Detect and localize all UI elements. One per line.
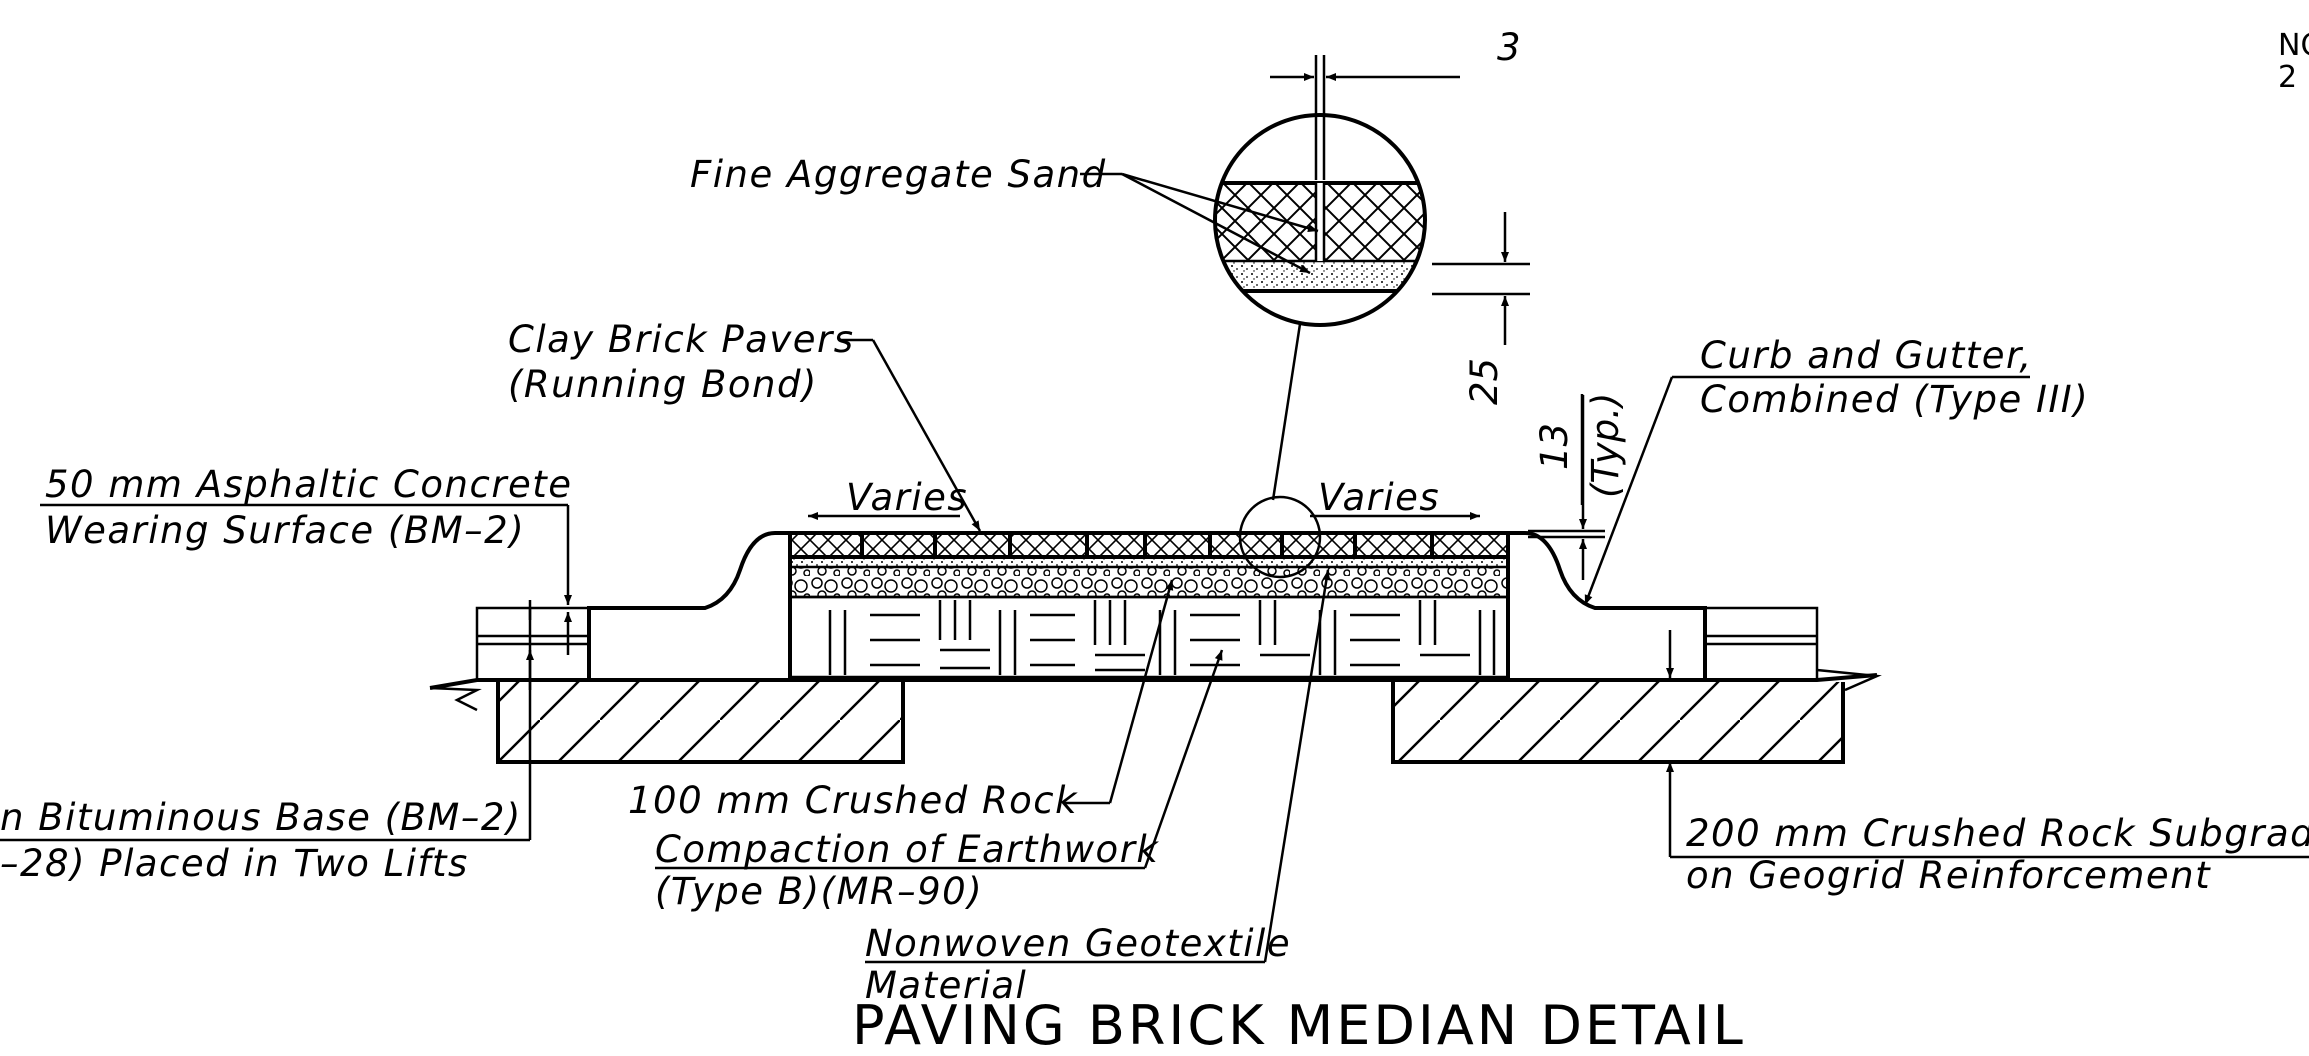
running-bond-label: (Running Bond): [508, 363, 818, 406]
sand-depth-dimension: [1432, 212, 1530, 345]
crushed-rock-label: 100 mm Crushed Rock: [628, 779, 1078, 822]
fine-aggregate-sand-label: Fine Aggregate Sand: [690, 153, 1107, 196]
clay-brick-pavers-label: Clay Brick Pavers: [508, 318, 855, 361]
varies-left-label: Varies: [846, 476, 968, 519]
earthwork-pattern: [788, 595, 1510, 679]
sand-depth-text: 25: [1463, 358, 1506, 405]
curb-gutter-type-label: Combined (Type III): [1700, 378, 2089, 421]
curb-gutter-label: Curb and Gutter,: [1700, 334, 2033, 377]
wearing-surface-label: Wearing Surface (BM–2): [45, 509, 525, 552]
detail-bubble: [1213, 55, 1460, 501]
compaction-type-label: (Type B)(MR–90): [655, 870, 983, 913]
corner-note-line-1: NO: [2278, 28, 2309, 63]
curb-offset-text: 13: [1533, 423, 1576, 470]
geogrid-label: on Geogrid Reinforcement: [1686, 854, 2211, 897]
pavement-section: [429, 495, 1882, 764]
geotextile-material-label: Material: [865, 964, 1027, 1007]
asphaltic-concrete-label: 50 mm Asphaltic Concrete: [45, 463, 573, 506]
joint-dimension-text: 3: [1497, 26, 1521, 69]
compaction-label: Compaction of Earthwork: [655, 828, 1159, 871]
varies-right-label: Varies: [1318, 476, 1440, 519]
geotextile-label: Nonwoven Geotextile: [865, 922, 1291, 965]
drawing-title: PAVING BRICK MEDIAN DETAIL: [852, 994, 1746, 1056]
bituminous-base-label: n Bituminous Base (BM–2): [0, 796, 522, 839]
curb-offset-note: (Typ.): [1584, 393, 1627, 498]
paver-joints: [860, 533, 1434, 557]
two-lifts-label: –28) Placed in Two Lifts: [0, 842, 469, 885]
corner-note-line-2: 2: [2278, 60, 2297, 95]
subgrade-label: 200 mm Crushed Rock Subgrade: [1686, 812, 2309, 855]
leaders: [0, 172, 2309, 964]
